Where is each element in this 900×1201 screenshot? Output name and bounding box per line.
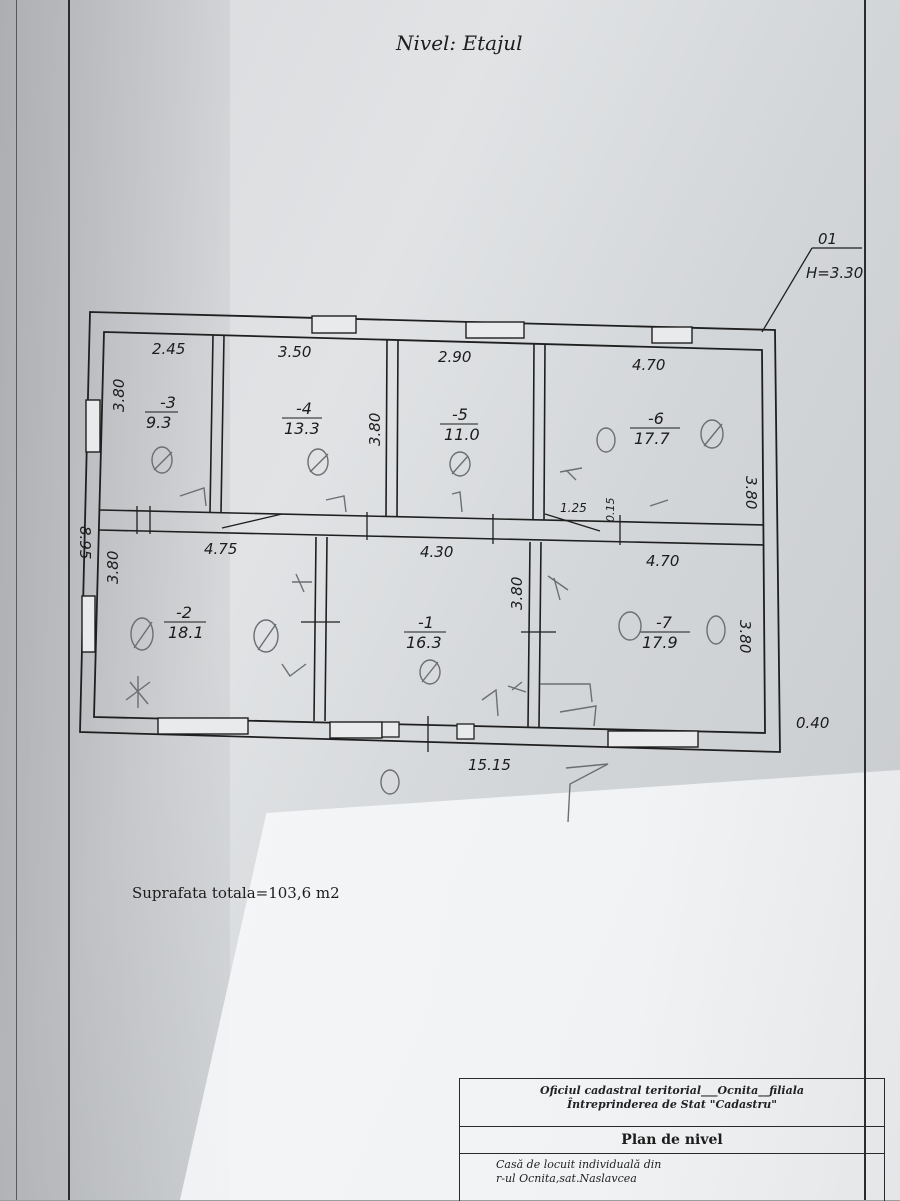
interior-walls — [98, 334, 765, 728]
office-line-2: Întreprinderea de Stat "Cadastru" — [567, 1098, 777, 1111]
dim-room3-width: 2.45 — [152, 340, 185, 358]
dim-room2-height: 3.80 — [104, 551, 122, 584]
room-label-7: -7 17.9 — [640, 613, 690, 652]
room-area: 17.7 — [634, 429, 670, 448]
room-number: -3 — [160, 393, 176, 412]
dim-room7-width: 4.70 — [646, 552, 679, 570]
light-patch — [180, 770, 900, 1200]
outer-walls — [79, 311, 781, 753]
dim-room1-height: 3.80 — [508, 577, 526, 610]
title-block: Oficiul cadastral teritorial___Ocnita__f… — [459, 1078, 885, 1201]
object-line-2: r-ul Ocnita,sat.Naslavcea — [496, 1172, 637, 1185]
frame-left-border — [68, 0, 70, 1200]
room-number: -4 — [296, 399, 312, 418]
dim-corridor-width: 1.25 — [560, 501, 587, 515]
marker-height: H=3.30 — [806, 264, 863, 282]
room-area: 11.0 — [444, 425, 480, 444]
dim-corridor-offset: 0.15 — [604, 498, 617, 523]
room-area: 9.3 — [146, 413, 171, 432]
room-area: 13.3 — [284, 419, 320, 438]
total-area: Suprafata totala=103,6 m2 — [132, 884, 340, 902]
dim-overall-height: 8.95 — [76, 526, 94, 559]
dim-room2-width: 4.75 — [204, 540, 237, 558]
dim-room1-width: 4.30 — [420, 543, 453, 561]
room-area: 16.3 — [406, 633, 442, 652]
dim-room3-height: 3.80 — [110, 379, 128, 412]
room-area: 18.1 — [168, 623, 204, 642]
pencil-marks — [125, 419, 726, 823]
room-label-2: -2 18.1 — [164, 603, 206, 642]
room-label-5: -5 11.0 — [440, 405, 480, 444]
room-label-3: -3 9.3 — [145, 393, 178, 432]
room-number: -7 — [656, 613, 673, 632]
room-number: -1 — [418, 613, 434, 632]
frame-outer-edge — [16, 0, 17, 1200]
frame-right-border — [864, 0, 866, 1200]
dimension-labels: 2.45 3.50 2.90 4.70 4.75 4.30 4.70 1.25 … — [76, 340, 829, 774]
title-block-office: Oficiul cadastral teritorial___Ocnita__f… — [460, 1079, 884, 1127]
dim-room4-width: 3.50 — [278, 343, 311, 361]
dim-wall-thickness: 0.40 — [796, 714, 829, 732]
room-number: -6 — [648, 409, 664, 428]
title-block-object: Casă de locuit individuală din r-ul Ocni… — [460, 1154, 884, 1186]
dim-room4-height: 3.80 — [366, 413, 384, 446]
dim-room7-height: 3.80 — [736, 620, 754, 653]
dim-overall-width: 15.15 — [468, 756, 511, 774]
room-label-6: -6 17.7 — [630, 409, 680, 448]
room-number: -5 — [452, 405, 468, 424]
office-line-1: Oficiul cadastral teritorial___Ocnita__f… — [539, 1084, 805, 1097]
marker-code: 01 — [818, 230, 837, 248]
height-marker: 01 H=3.30 — [761, 230, 863, 333]
dim-room6-width: 4.70 — [632, 356, 665, 374]
level-heading: Nivel: Etajul — [395, 31, 523, 55]
windows — [81, 315, 699, 748]
room-number: -2 — [176, 603, 192, 622]
dim-room6-height: 3.80 — [742, 476, 760, 509]
shadow-overlay — [0, 0, 230, 1200]
object-line-1: Casă de locuit individuală din — [496, 1158, 662, 1171]
room-label-1: -1 16.3 — [404, 613, 446, 652]
room-label-4: -4 13.3 — [282, 399, 322, 438]
doors — [136, 506, 621, 752]
room-labels: -3 9.3 -4 13.3 -5 11.0 -6 17.7 -2 18.1 -… — [145, 393, 690, 652]
plan-title: Plan de nivel — [460, 1127, 884, 1154]
dim-room5-width: 2.90 — [438, 348, 471, 366]
room-area: 17.9 — [642, 633, 678, 652]
